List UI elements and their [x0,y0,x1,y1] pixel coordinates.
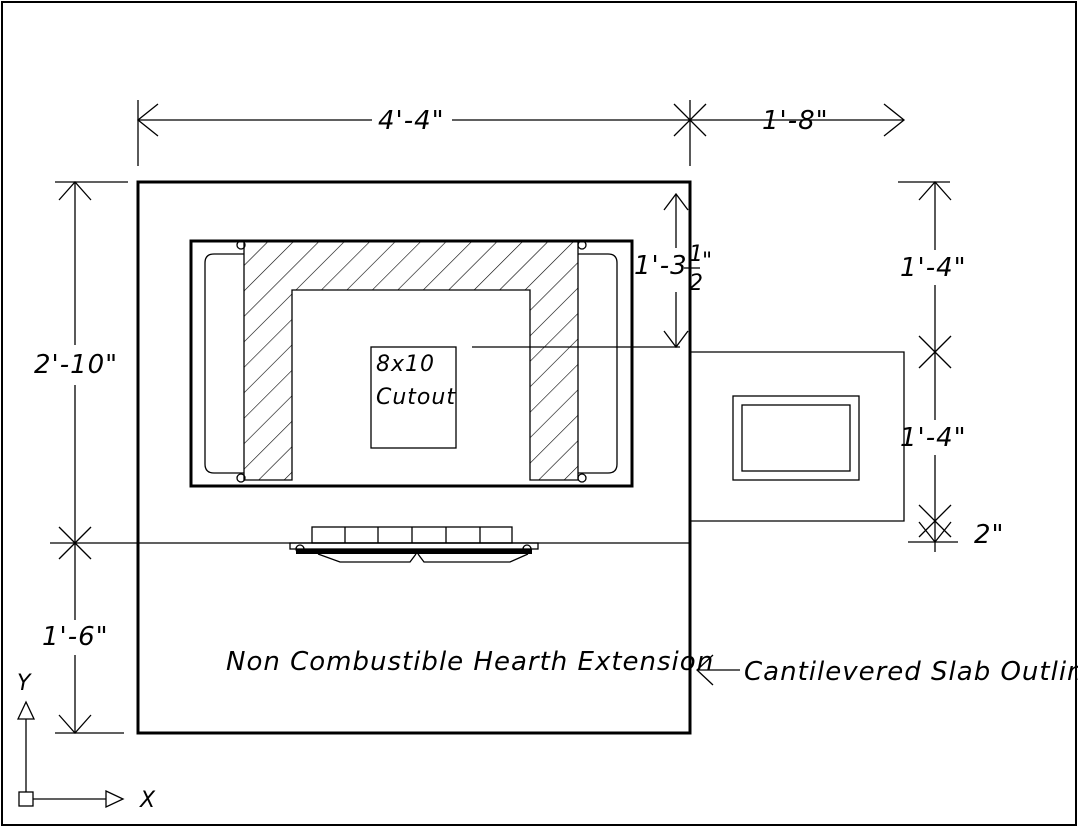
dim-right-upper: 1'-4" [900,253,967,283]
refractory-hatch [243,240,579,481]
dim-right-bottom: 2" [974,520,1005,550]
slab-outline-label: Cantilevered Slab Outline [744,657,1078,687]
top-dimension [136,100,906,166]
right-side-panel [578,253,618,474]
ucs-x-label: X [139,788,156,813]
left-side-panel [204,253,244,474]
hearth-extension-outline [136,180,692,735]
dim-inner-offset: 1'-3 [634,251,688,281]
right-dimension [898,181,958,552]
grate-icon [289,526,539,563]
corner-circle [236,240,246,250]
corner-circle [236,473,246,483]
dim-left-upper: 2'-10" [34,350,118,380]
left-dimension [55,181,128,734]
dim-inner-inch-mark: " [702,249,713,274]
hearth-extension-label: Non Combustible Hearth Extension [226,647,714,677]
ucs-y-label: Y [17,671,32,696]
inner-dimension [663,192,700,349]
cutout-label-line2: Cutout [376,385,456,410]
dim-top-left: 4'-4" [378,106,445,136]
cutout-label-line1: 8x10 [376,352,435,377]
dim-left-lower: 1'-6" [42,622,109,652]
cutout-box [370,346,457,449]
slab-arrow-icon [696,654,740,686]
dim-inner-fraction-num: 1 [689,242,704,267]
corner-circle [577,473,587,483]
corner-circle [577,240,587,250]
dim-right-middle: 1'-4" [900,423,967,453]
dim-inner-fraction-den: 2 [689,271,704,296]
ucs-icon [16,700,125,809]
cantilevered-slab [690,351,905,522]
slab-outer-frame [732,395,860,481]
dim-top-right: 1'-8" [762,106,829,136]
slab-inner-frame [741,404,851,472]
